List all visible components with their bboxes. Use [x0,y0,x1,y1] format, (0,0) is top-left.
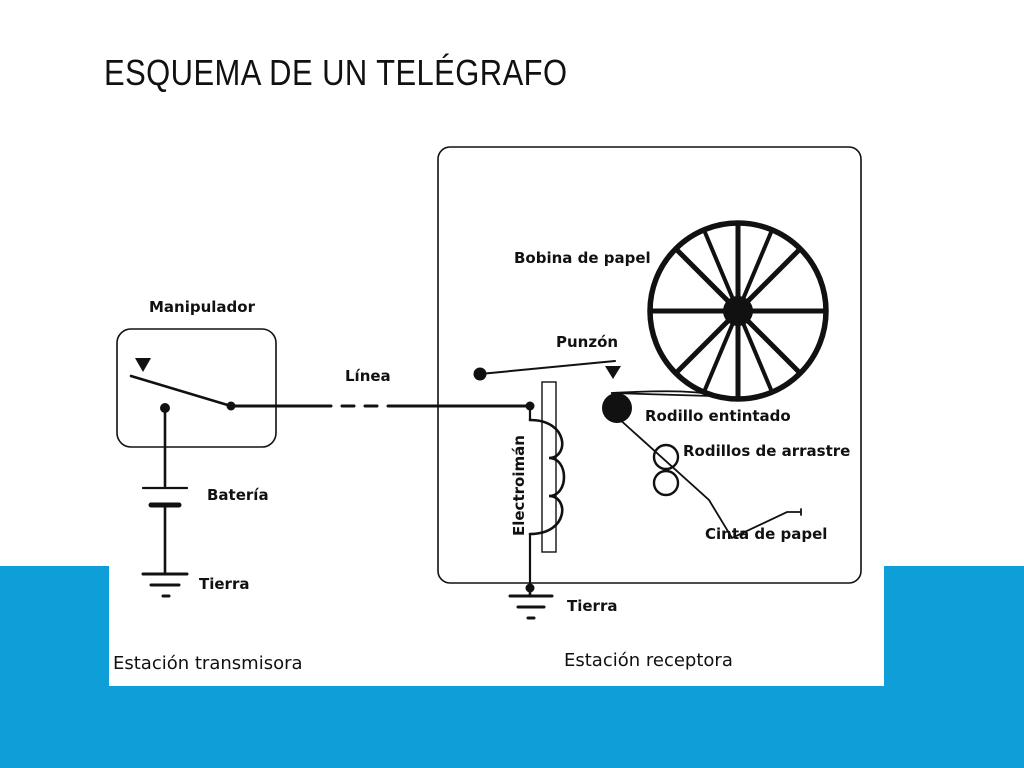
telegraph-diagram-svg: Manipulador Línea Batería Tierra Bobina … [113,146,862,674]
bobina-wheel [647,220,829,402]
label-estacion-transmisora: Estación transmisora [113,653,303,674]
receptora-box [437,146,862,584]
label-bobina: Bobina de papel [514,249,651,267]
label-estacion-receptora: Estación receptora [564,650,733,671]
telegraph-diagram: Manipulador Línea Batería Tierra Bobina … [109,128,884,686]
ground-symbol-receptora [508,594,554,620]
label-punzon: Punzón [556,333,618,351]
label-cinta: Cinta de papel [705,525,827,543]
label-tierra-transmisora: Tierra [199,575,249,593]
manipulador-box [116,328,277,448]
label-electroiman: Electroimán [510,435,528,536]
label-linea: Línea [345,367,391,385]
label-tierra-receptora: Tierra [567,597,617,615]
label-manipulador: Manipulador [149,298,256,316]
manipulador-key [129,358,236,413]
label-rodillo-entintado: Rodillo entintado [645,407,791,425]
rodillos-arrastre [652,443,680,497]
ground-symbol-transmisora [141,572,189,598]
rodillo-entintado [602,393,632,423]
label-bateria: Batería [207,486,269,504]
slide-title: ESQUEMA DE UN TELÉGRAFO [104,52,568,93]
electroiman [525,381,566,597]
paper-tape [606,390,802,540]
battery-symbol [141,406,189,575]
punzon-arm [473,360,621,381]
label-rodillos-arrastre: Rodillos de arrastre [683,442,850,460]
